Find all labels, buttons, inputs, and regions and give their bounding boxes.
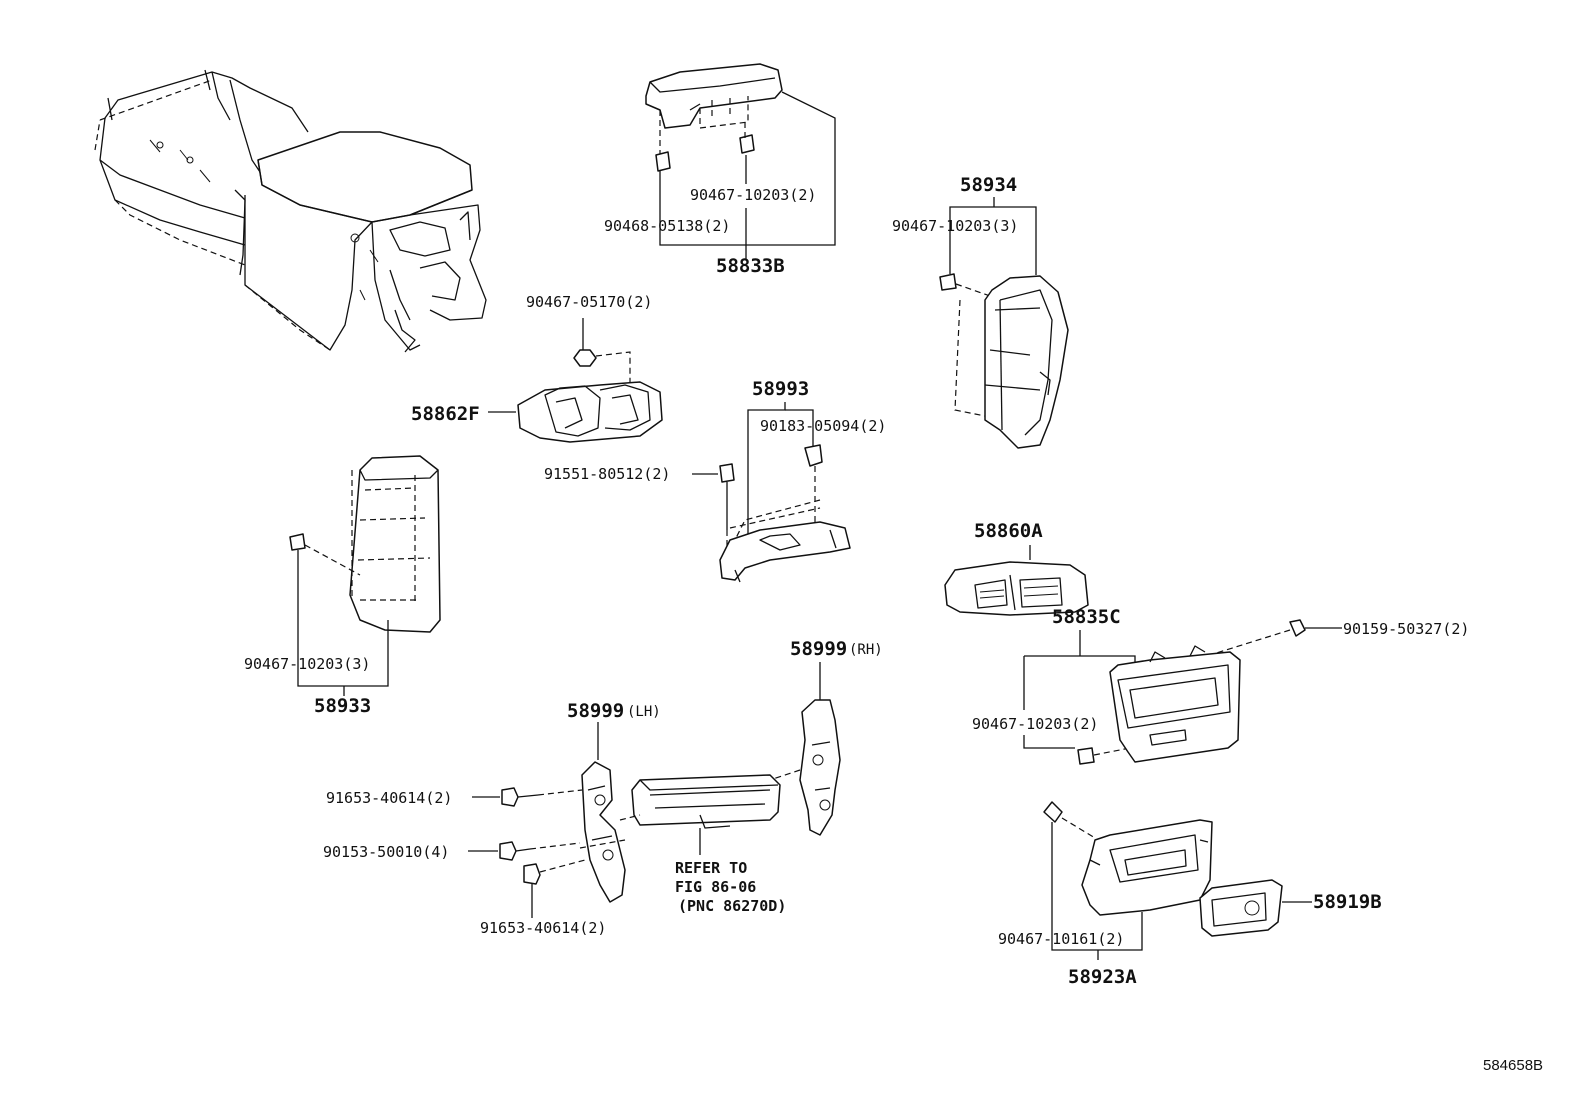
- refer-line-1: REFER TO: [675, 859, 747, 877]
- label-90467-10161: 90467-10161(2): [998, 930, 1124, 948]
- label-58934: 58934: [960, 174, 1017, 196]
- bracket-58999-rh: [769, 662, 841, 836]
- label-90467-10203-3-left: 90467-10203(3): [244, 655, 370, 673]
- label-58993: 58993: [752, 378, 809, 400]
- cup-holder-58862f: [488, 318, 663, 443]
- label-90159-50327: 90159-50327(2): [1343, 620, 1469, 638]
- label-58835c: 58835C: [1052, 606, 1121, 628]
- refer-line-2: FIG 86-06: [675, 878, 756, 896]
- console-assembly-drawing: [94, 69, 487, 353]
- label-90183-05094: 90183-05094(2): [760, 417, 886, 435]
- label-58833b: 58833B: [716, 255, 785, 277]
- label-91551-80512: 91551-80512(2): [544, 465, 670, 483]
- label-58999-rh: 58999: [790, 638, 847, 660]
- rear-panel-58835c: [1023, 619, 1342, 765]
- label-90467-10203-2-top: 90467-10203(2): [690, 186, 816, 204]
- label-90467-10203-2-mid: 90467-10203(2): [972, 715, 1098, 733]
- refer-line-3: (PNC 86270D): [678, 897, 786, 915]
- label-lh-suffix: (LH): [627, 704, 661, 720]
- bracket-58999-lh: [581, 722, 626, 903]
- switch-bezel-58919b: [1199, 879, 1312, 937]
- side-panel-58933: [289, 455, 441, 696]
- label-91653-40614-a: 91653-40614(2): [326, 789, 452, 807]
- label-90468-05138: 90468-05138(2): [604, 217, 730, 235]
- label-90467-10203-3-right: 90467-10203(3): [892, 217, 1018, 235]
- label-91653-40614-b: 91653-40614(2): [480, 919, 606, 937]
- label-58919b: 58919B: [1313, 891, 1382, 913]
- label-90467-05170: 90467-05170(2): [526, 293, 652, 311]
- label-rh-suffix: (RH): [849, 642, 883, 658]
- label-58933: 58933: [314, 695, 371, 717]
- air-vent-58860a: [944, 545, 1089, 616]
- label-58862f: 58862F: [411, 403, 480, 425]
- label-90153-50010: 90153-50010(4): [323, 843, 449, 861]
- label-58860a: 58860A: [974, 520, 1043, 542]
- navigation-unit: [579, 774, 781, 855]
- label-58999-lh: 58999: [567, 700, 624, 722]
- armrest-lid-58833b: [645, 63, 836, 260]
- bracket-58993: [692, 402, 851, 583]
- lower-panel-58923a: [1043, 801, 1213, 960]
- bolts-lh: [468, 787, 586, 918]
- side-panel-58934: [939, 197, 1069, 449]
- label-58923a: 58923A: [1068, 966, 1137, 988]
- diagram-code: 584658B: [1483, 1057, 1543, 1074]
